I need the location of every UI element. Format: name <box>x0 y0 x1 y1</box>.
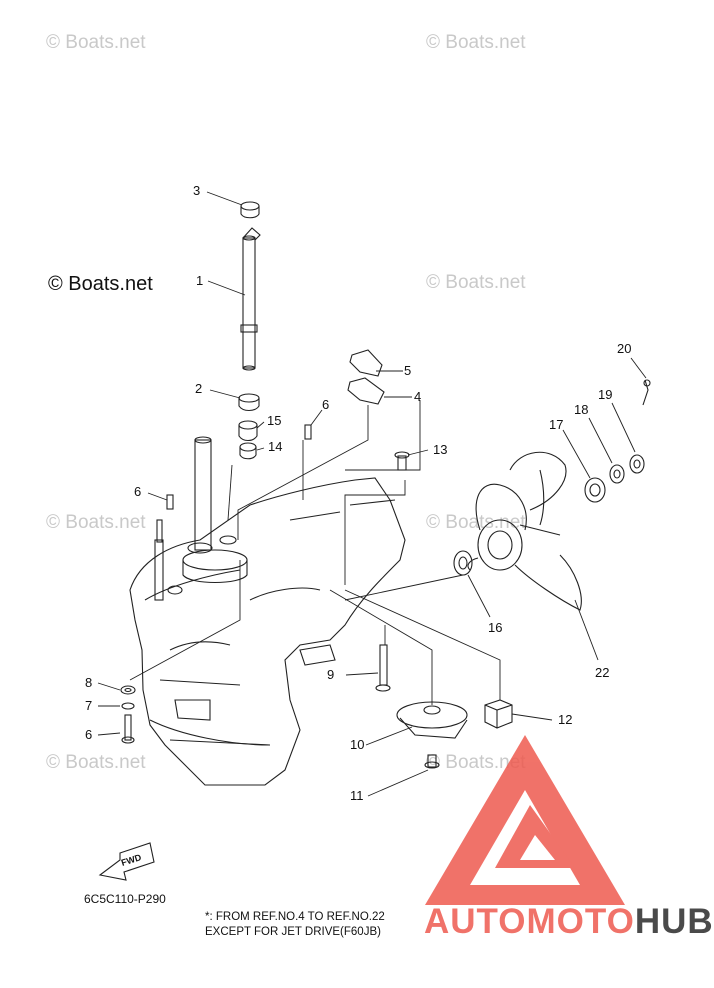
bolt-part-10 <box>375 644 391 692</box>
callout-16: 15 <box>267 413 282 428</box>
automotohub-logo: AUTOMOTOHUB <box>424 902 714 942</box>
diagram-code: 6C5C110-P290 <box>84 892 166 906</box>
footnote: *: FROM REF.NO.4 TO REF.NO.22 EXCEPT FOR… <box>205 910 385 940</box>
callout-11: 10 <box>350 737 365 752</box>
watermark: © Boats.net <box>46 32 146 53</box>
callout-17: 16 <box>488 620 503 635</box>
callout-19: 18 <box>574 402 589 417</box>
callout-6-lower: 6 <box>134 484 142 499</box>
callout-7: 6 <box>85 727 93 742</box>
logo-text-automoto: AUTOMOTO <box>424 902 635 941</box>
washer-part-18 <box>584 477 606 503</box>
anode-part-13 <box>484 699 513 729</box>
watermark: © Boats.net <box>426 512 526 533</box>
lower-casing <box>129 477 406 786</box>
callout-6: 6 <box>322 397 330 412</box>
fwd-arrow-icon <box>98 842 155 881</box>
boats-net-watermark: © Boats.net <box>48 273 153 295</box>
cotter-pin-part-21 <box>642 379 651 406</box>
watermark: © Boats.net <box>426 32 526 53</box>
callout-14: 13 <box>433 442 448 457</box>
callout-15: 14 <box>268 439 283 454</box>
callout-4: 4 <box>414 389 422 404</box>
callout-8: 7 <box>85 698 93 713</box>
nut-part-20 <box>629 454 645 474</box>
callout-3: 3 <box>193 183 201 198</box>
bushing-part-2 <box>238 393 260 412</box>
dowel-pin-part-6 <box>304 424 312 440</box>
callout-2: 2 <box>195 381 203 396</box>
dowel-pin-part-6-lower <box>166 494 174 510</box>
callout-5: 5 <box>404 363 412 378</box>
propeller-part-22 <box>467 451 582 611</box>
callout-13: 12 <box>558 712 573 727</box>
watermark: © Boats.net <box>426 752 526 773</box>
washer-part-8 <box>121 702 135 710</box>
footnote-line-1: *: FROM REF.NO.4 TO REF.NO.22 <box>205 911 385 923</box>
automotohub-logo-mark <box>425 735 625 905</box>
logo-text-hub: HUB <box>634 902 714 941</box>
bolt-part-14 <box>394 451 410 471</box>
watermark: © Boats.net <box>46 752 146 773</box>
callout-10: 9 <box>327 667 335 682</box>
rubber-seal-part-4 <box>347 377 385 405</box>
callout-20: 19 <box>598 387 613 402</box>
watermark: © Boats.net <box>46 512 146 533</box>
washer-part-19 <box>609 464 625 484</box>
callout-12: 11 <box>350 788 364 803</box>
callout-9: 8 <box>85 675 93 690</box>
callout-22: 22 <box>595 665 610 680</box>
bolt-part-12 <box>424 754 440 769</box>
bolt-part-7 <box>121 714 135 744</box>
callout-21: 20 <box>617 341 632 356</box>
anode-part-11 <box>396 701 468 739</box>
grommet-part-15 <box>239 442 257 460</box>
drive-shaft-part-1 <box>240 227 261 371</box>
water-pump-base <box>154 436 248 601</box>
footnote-line-2: EXCEPT FOR JET DRIVE(F60JB) <box>205 926 381 938</box>
callout-18: 17 <box>549 417 564 432</box>
watermark: © Boats.net <box>426 272 526 293</box>
washer-part-9 <box>120 685 136 695</box>
seal-part-3 <box>240 201 260 219</box>
rubber-seal-part-5 <box>349 349 383 377</box>
grommet-part-16 <box>238 420 258 442</box>
callout-1: 1 <box>196 273 204 288</box>
